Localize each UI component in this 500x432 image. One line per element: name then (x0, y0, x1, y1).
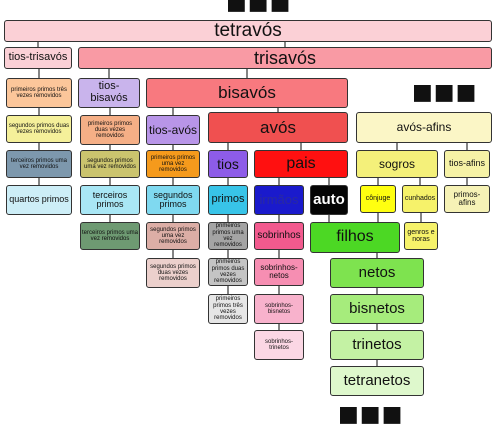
ellipsis-top-icon: ■■■ (226, 0, 292, 15)
node-quartos-primos: quartos primos (6, 185, 72, 215)
node-conjuge: cônjuge (360, 185, 396, 213)
node-segundos-primos-duas-vezes-removidos-left: segundos primos duas vezes removidos (6, 115, 72, 143)
node-terceiros-primos-uma-vez-removidos-left: terceiros primos uma vez removidos (6, 150, 72, 178)
ellipsis-right-icon: ■■■ (412, 80, 478, 105)
node-primeiros-primos-duas-vezes-removidos-right: primeiros primos duas vezes removidos (208, 258, 248, 286)
node-auto: auto (310, 185, 348, 215)
node-tios-bisavos: tios-bisavós (78, 78, 140, 108)
node-filhos: filhos (310, 222, 400, 253)
node-primos-afins: primos-afins (444, 185, 490, 213)
node-sobrinhos-netos: sobrinhos-netos (254, 258, 304, 286)
node-segundos-primos-uma-vez-removidos-left: segundos primos uma vez removidos (80, 150, 140, 178)
node-avos-afins: avós-afins (356, 112, 492, 143)
node-segundos-primos-duas-vezes-removidos-right: segundos primos duas vezes removidos (146, 258, 200, 288)
node-tios-afins: tios-afins (444, 150, 490, 178)
node-primeiros-primos-tres-vezes-removidos-left: primeiros primos três vezes removidos (6, 78, 72, 108)
node-tios: tios (208, 150, 248, 178)
node-tetranetos: tetranetos (330, 366, 424, 396)
node-genros-e-noras: genros e noras (404, 222, 438, 250)
node-primeiros-primos-uma-vez-removidos-right: primeiros primos uma vez removidos (208, 222, 248, 250)
node-trisavos: trisavós (78, 47, 492, 69)
node-primeiros-primos-duas-vezes-removidos-left: primeiros primos duas vezes removidos (80, 115, 140, 145)
node-tios-trisavos: tios-trisavós (4, 47, 72, 69)
node-primeiros-primos-uma-vez-removidos-left: primeiros primos uma vez removidos (146, 150, 200, 178)
node-pais: pais (254, 150, 348, 178)
node-sobrinhos-trinetos: sobrinhos-trinetos (254, 330, 304, 360)
node-segundos-primos-uma-vez-removidos-right: segundos primos uma vez removidos (146, 222, 200, 250)
ellipsis-bottom-icon: ■■■ (338, 402, 404, 427)
node-tios-avos: tios-avós (146, 115, 200, 145)
node-sogros: sogros (356, 150, 438, 178)
node-netos: netos (330, 258, 424, 288)
node-primeiros-primos-tres-vezes-removidos-right: primeiros primos três vezes removidos (208, 294, 248, 324)
node-sobrinhos-bisnetos: sobrinhos-bisnetos (254, 294, 304, 324)
node-irmaos: irmãos (254, 185, 304, 215)
node-sobrinhos: sobrinhos (254, 222, 304, 250)
node-avos: avós (208, 112, 348, 143)
node-primos: primos (208, 185, 248, 215)
node-segundos-primos: segundos primos (146, 185, 200, 215)
node-cunhados: cunhados (402, 185, 438, 213)
node-trinetos: trinetos (330, 330, 424, 360)
node-tetravos: tetravós (4, 20, 492, 42)
node-terceiros-primos-uma-vez-removidos-right: terceiros primos uma vez removidos (80, 222, 140, 250)
node-terceiros-primos: terceiros primos (80, 185, 140, 215)
node-bisavos: bisavós (146, 78, 348, 108)
node-bisnetos: bisnetos (330, 294, 424, 324)
